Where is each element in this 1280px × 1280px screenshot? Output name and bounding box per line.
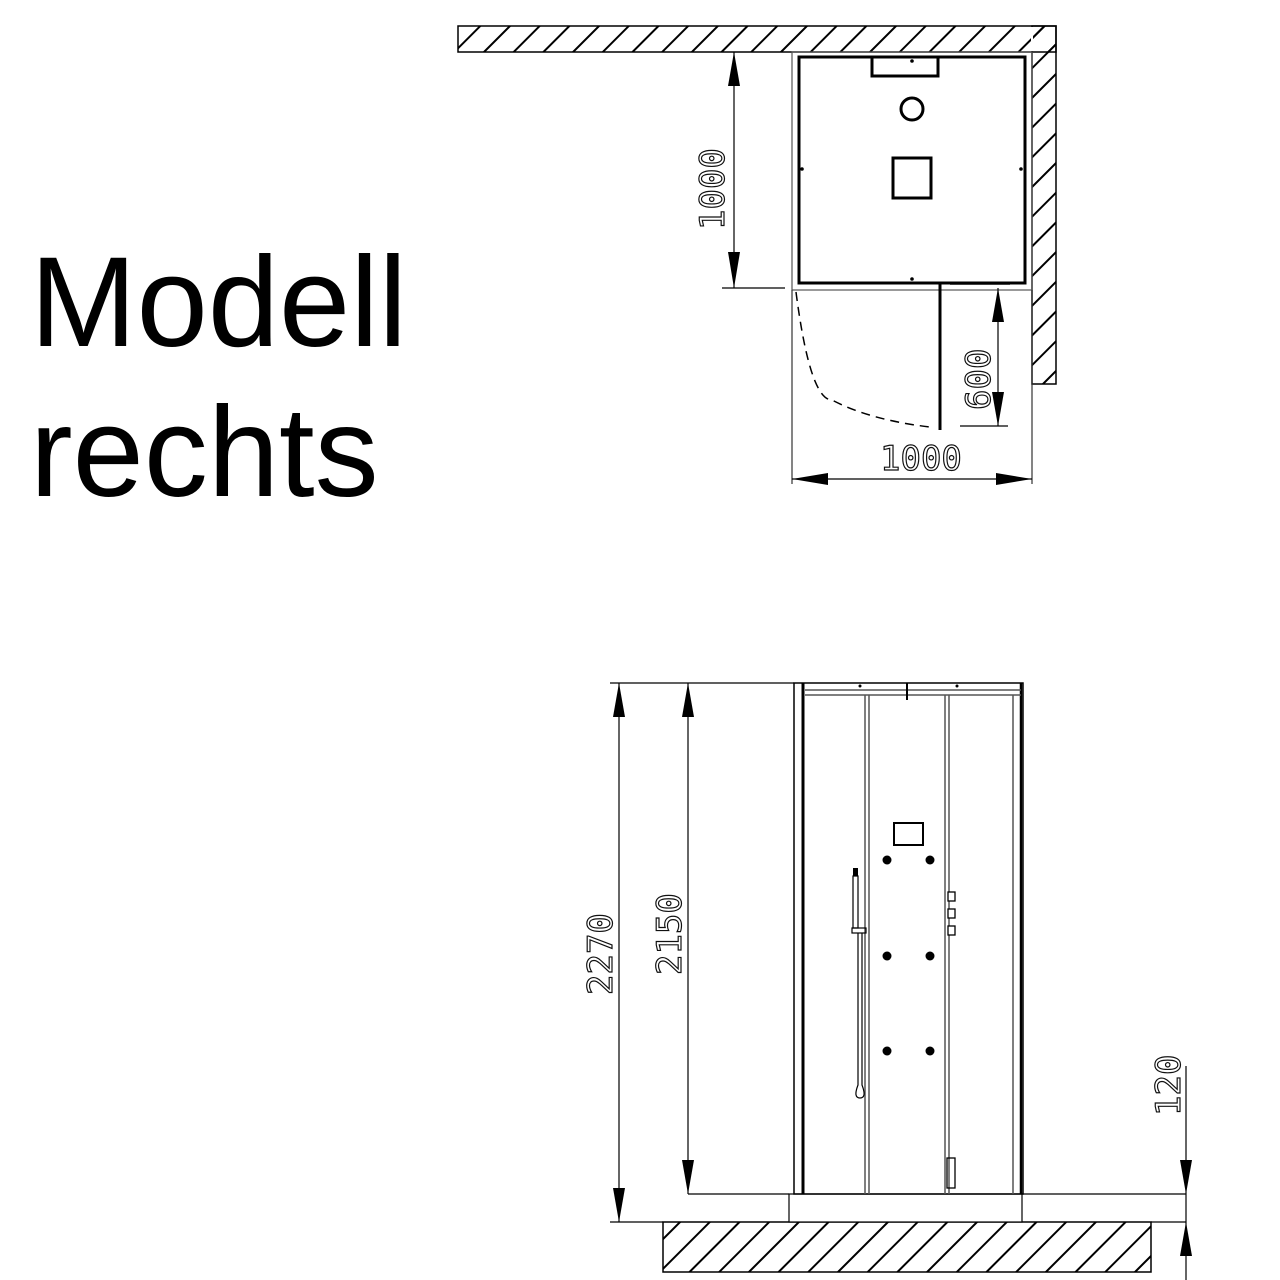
floor-hatch <box>662 1221 1152 1273</box>
dim-cabin-height-label: 2150 <box>650 893 690 975</box>
title-line-2: rechts <box>30 381 379 524</box>
control-display <box>893 822 924 846</box>
title-line-1: Modell <box>30 231 408 374</box>
plan-view: 1000 600 1000 <box>457 25 1057 485</box>
cabin-frame <box>793 682 1024 1195</box>
hand-shower-icon <box>851 868 867 1099</box>
right-wall-hatch <box>1031 25 1057 385</box>
dim-door-offset-label: 600 <box>959 349 999 410</box>
seat-square <box>891 156 933 200</box>
cabin-outline <box>791 51 1033 291</box>
dim-base-height-label: 120 <box>1149 1055 1189 1116</box>
elevation-view: 2270 2150 120 <box>580 682 1192 1280</box>
control-knobs <box>947 891 956 936</box>
door-swing-arc <box>795 291 931 428</box>
body-jets <box>882 855 935 1056</box>
drain-icon <box>899 96 925 122</box>
model-title: Modell rechts <box>30 228 407 528</box>
control-panel-top <box>870 55 940 78</box>
cabin-inner <box>797 55 1027 285</box>
dim-total-height-label: 2270 <box>581 913 621 995</box>
top-wall-hatch <box>457 25 1057 53</box>
dim-width-label: 1000 <box>880 439 962 479</box>
dim-depth-label: 1000 <box>693 148 733 230</box>
base-tray <box>788 1193 1023 1223</box>
